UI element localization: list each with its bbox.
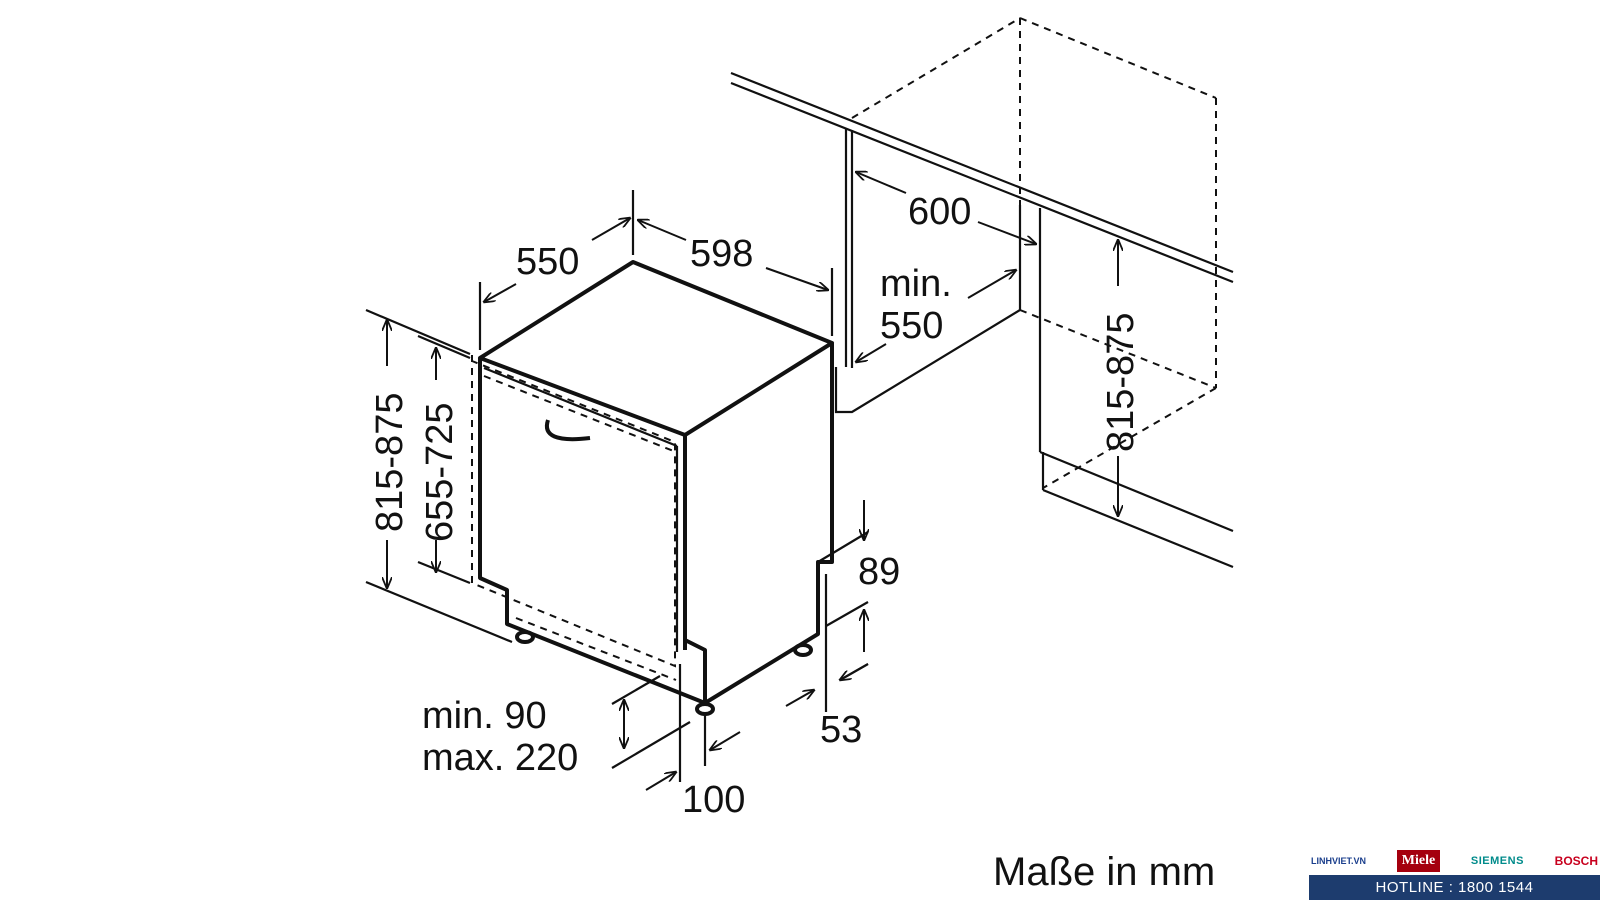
dim-niche-width-min-value: 550 [880,305,943,347]
siemens-logo[interactable]: SIEMENS [1470,855,1524,867]
brand-logos: LINHVIET.VN Miele SIEMENS BOSCH [1309,847,1600,875]
dim-door-height-label: 655-725 [419,403,461,542]
dim-niche-width-min-label: min. [880,263,952,305]
dim-niche-height-label: 815-875 [1100,313,1142,452]
brand-footer: LINHVIET.VN Miele SIEMENS BOSCH HOTLINE … [1309,847,1600,900]
dim-plinth-top-label: 89 [858,551,900,593]
dim-height-left-label: 815-875 [369,393,411,532]
units-label: Maße in mm [993,850,1215,894]
dishwasher-body [471,260,834,716]
dimension-lines [365,172,1118,791]
dim-plinth-bottom-label: 53 [820,709,862,751]
niche-outline [730,17,1234,569]
dim-depth-label: 550 [516,241,579,283]
linhviet-logo[interactable]: LINHVIET.VN [1311,856,1367,866]
bosch-logo[interactable]: BOSCH [1554,854,1598,868]
dim-plinth-depth-label: 100 [682,779,745,821]
dim-plinth-min-label: min. 90 [422,695,547,737]
dim-width-label: 598 [690,233,753,275]
dim-plinth-max-label: max. 220 [422,737,578,779]
dim-niche-depth-label: 600 [908,191,971,233]
miele-logo[interactable]: Miele [1396,850,1441,872]
hotline-bar[interactable]: HOTLINE : 1800 1544 [1309,875,1600,900]
